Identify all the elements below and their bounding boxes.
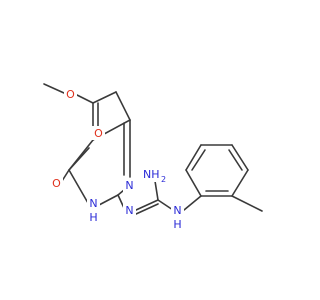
atom-keto-o-label: O	[52, 177, 61, 190]
bond-nh-aryl	[183, 195, 202, 211]
bond-methyl-o	[43, 83, 65, 94]
atom-ester-o-double-label: O	[94, 127, 103, 140]
atom-ring-n1h-hydrogen: H	[89, 211, 97, 224]
atom-ring-n3-label: N	[125, 179, 133, 192]
atom-ester-o-double: O	[92, 126, 105, 140]
bond-aryl-inner-c	[191, 149, 206, 171]
atom-aniline-nh: N H	[171, 203, 184, 231]
bond-aryl-methyl	[231, 195, 263, 212]
atom-ring-n1h: N H	[87, 197, 100, 224]
bond-aryl-inner-b	[228, 149, 243, 171]
bond-aryl-3	[231, 144, 249, 171]
bond-aryl-5	[185, 144, 202, 171]
bond-o-carbonyl	[76, 94, 94, 104]
bond-c6-n1	[68, 169, 89, 204]
molecule-structure-diagram: O O N N H O N NH 2 N H	[43, 83, 263, 231]
atom-ring-n1h-label: N	[89, 197, 97, 210]
atom-keto-o: O	[50, 176, 63, 190]
atom-aniline-nh-label: N	[173, 204, 181, 217]
atom-imine-n: N	[123, 203, 136, 217]
bond-carbonyl-ch2	[92, 91, 117, 104]
bond-aryl-2	[231, 169, 249, 197]
atom-aniline-nh-hydrogen: H	[173, 218, 181, 231]
bond-c-nh2	[154, 180, 159, 201]
atom-amine-nh2-label: NH	[143, 168, 160, 181]
bond-layer	[43, 83, 263, 215]
atom-imine-n-label: N	[125, 204, 133, 217]
atom-ester-o-single-label: O	[66, 88, 75, 101]
atom-ring-n3: N	[123, 178, 136, 192]
atom-amine-nh2-subscript: 2	[161, 175, 166, 184]
bond-c5-c6-inner	[68, 147, 90, 171]
bond-aryl-6	[185, 169, 202, 197]
bond-ch2-ring	[115, 91, 131, 121]
atom-amine-nh2: NH 2	[142, 166, 166, 184]
bond-imine-n-c	[135, 199, 159, 211]
bond-c6-keto-o	[61, 169, 70, 182]
bond-n1-c2	[98, 194, 119, 206]
bond-c-nh	[157, 199, 174, 211]
bond-imine-n-c-double	[135, 203, 159, 215]
atom-ester-o-single: O	[64, 87, 77, 101]
